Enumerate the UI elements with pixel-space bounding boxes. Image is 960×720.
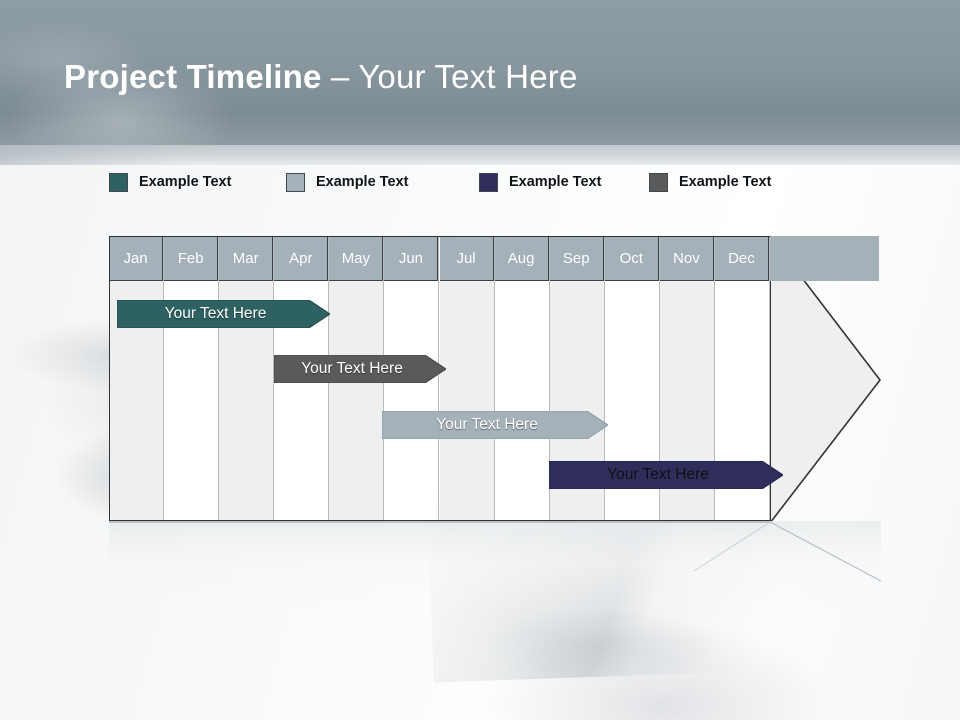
month-header-feb: Feb: [164, 236, 219, 281]
timeline-bar-4[interactable]: Your Text Here: [549, 461, 783, 489]
color-swatch-icon: [286, 172, 305, 192]
legend-item-2[interactable]: Example Text: [286, 168, 408, 196]
color-swatch-icon: [649, 172, 668, 192]
month-header-dec: Dec: [714, 236, 769, 281]
header-bottom-strip: [0, 145, 960, 165]
timeline-bar-label: Your Text Here: [164, 305, 267, 322]
header-banner: [0, 0, 960, 145]
bar-shape: [274, 355, 446, 383]
timeline-chart: Jan Feb Mar Apr May Jun Jul Aug Sep Oct …: [109, 235, 882, 526]
timeline-column-feb: Feb: [164, 236, 220, 521]
legend-item-label: Example Text: [139, 174, 232, 190]
month-header-jun: Jun: [384, 236, 439, 281]
page-title-rest: – Your Text Here: [321, 58, 578, 95]
legend-item-label: Example Text: [679, 174, 772, 190]
reflection-arrow-outline: [109, 521, 881, 582]
month-header-oct: Oct: [604, 236, 659, 281]
month-header-jul: Jul: [439, 236, 494, 281]
timeline-bar-3[interactable]: Your Text Here: [382, 411, 608, 439]
timeline-column-mar: Mar: [219, 236, 275, 521]
timeline-grid: Jan Feb Mar Apr May Jun Jul Aug Sep Oct …: [109, 236, 770, 521]
header-photo-overlay: [0, 0, 340, 145]
month-header-apr: Apr: [274, 236, 329, 281]
month-header-nov: Nov: [659, 236, 714, 281]
timeline-bar-label: Your Text Here: [436, 416, 538, 433]
legend: Example Text Example Text Example Text E…: [0, 168, 960, 196]
month-header-jan: Jan: [109, 236, 164, 281]
bar-shape: [549, 461, 783, 489]
bar-shape: [382, 411, 608, 439]
timeline-column-aug: Aug: [494, 236, 550, 521]
legend-item-1[interactable]: Example Text: [109, 168, 231, 196]
bar-shape: [117, 300, 330, 328]
month-header-sep: Sep: [549, 236, 604, 281]
timeline-bar-label: Your Text Here: [301, 360, 403, 377]
page-title: Project Timeline – Your Text Here: [64, 58, 578, 96]
color-swatch-icon: [479, 172, 498, 192]
timeline-arrow-tip: [769, 235, 882, 524]
timeline-bar-label: Your Text Here: [607, 466, 709, 483]
legend-item-4[interactable]: Example Text: [649, 168, 771, 196]
month-header-may: May: [329, 236, 384, 281]
legend-item-3[interactable]: Example Text: [479, 168, 601, 196]
chart-reflection: [109, 521, 881, 616]
page-title-bold: Project Timeline: [64, 58, 322, 95]
color-swatch-icon: [109, 172, 128, 192]
timeline-bar-1[interactable]: Your Text Here: [117, 300, 330, 328]
timeline-column-jul: Jul: [439, 236, 495, 521]
legend-item-label: Example Text: [316, 174, 409, 190]
month-header-mar: Mar: [219, 236, 274, 281]
legend-item-label: Example Text: [509, 174, 602, 190]
month-header-aug: Aug: [494, 236, 549, 281]
timeline-column-jan: Jan: [109, 236, 165, 521]
timeline-bar-2[interactable]: Your Text Here: [274, 355, 446, 383]
